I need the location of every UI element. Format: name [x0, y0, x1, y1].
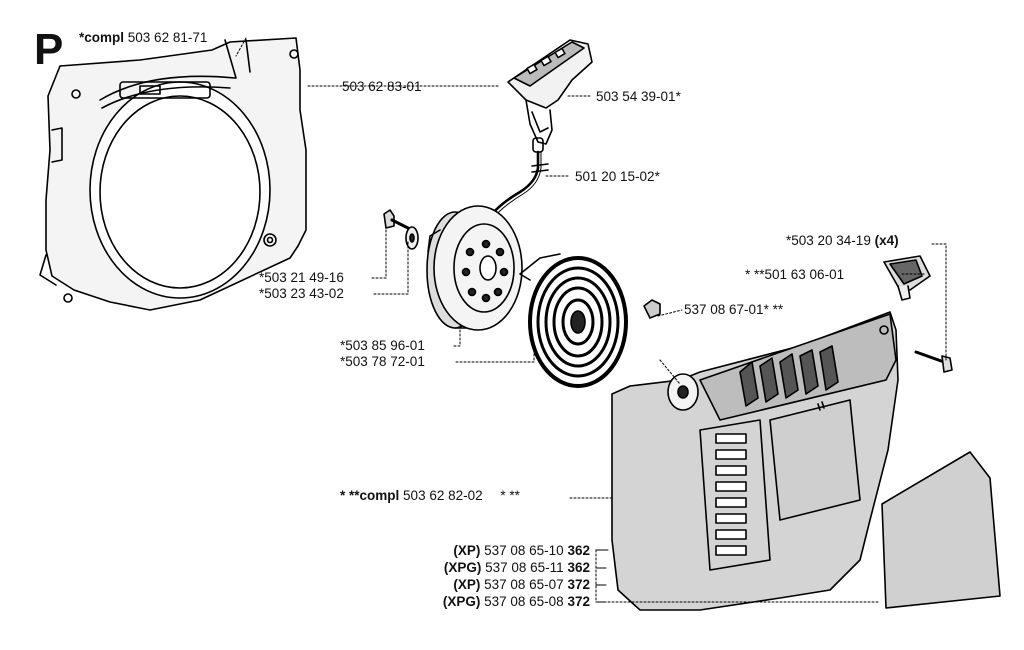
- label-handle: 503 54 39-01*: [596, 89, 681, 105]
- model-tag: (XPG): [443, 560, 482, 575]
- decal-row: (XPG) 537 08 65-11 362: [400, 559, 590, 576]
- label-suffix: * **: [500, 488, 520, 503]
- label-cover-left: 503 62 83-01: [342, 79, 422, 95]
- part-number: 537 08 67-01* **: [684, 302, 784, 317]
- starter-housing: [611, 311, 899, 611]
- part-number: 537 08 65-08: [484, 594, 564, 609]
- model-size: 372: [567, 577, 590, 592]
- label-nut: 537 08 67-01* **: [684, 302, 783, 318]
- starter-pulley: [426, 205, 523, 331]
- part-number: * **501 63 06-01: [745, 267, 845, 282]
- part-number: 537 08 65-10: [484, 543, 564, 558]
- cover-screw: [914, 350, 953, 373]
- decal-row: (XP) 537 08 65-07 372: [400, 576, 590, 593]
- part-number: 537 08 65-11: [485, 560, 564, 575]
- label-pulley: *503 85 96-01: [340, 338, 425, 354]
- part-number: *503 78 72-01: [340, 354, 425, 369]
- leader-lines: [235, 37, 947, 603]
- part-number: *503 85 96-01: [340, 338, 425, 353]
- model-size: 372: [567, 594, 590, 609]
- decal-list: (XP) 537 08 65-10 362 (XPG) 537 08 65-11…: [400, 542, 590, 610]
- part-number: 503 54 39-01*: [596, 89, 681, 104]
- fan-housing-cover: [39, 37, 307, 311]
- nut: [643, 299, 661, 319]
- label-rope: 501 20 15-02*: [575, 169, 660, 185]
- part-number: *503 21 49-16: [259, 270, 344, 285]
- label-screw-x4: *503 20 34-19 (x4): [786, 233, 899, 249]
- pawl-pin: [383, 209, 414, 232]
- model-tag: (XP): [453, 543, 481, 558]
- part-number: *503 23 43-02: [259, 286, 344, 301]
- part-number: 503 62 83-01: [342, 79, 422, 94]
- starter-handle: [507, 39, 593, 153]
- label-bushing: * **501 63 06-01: [745, 267, 844, 283]
- label-prefix: * **compl: [340, 488, 400, 503]
- part-number: 537 08 65-07: [484, 577, 564, 592]
- quantity: (x4): [874, 233, 899, 248]
- label-spring: *503 78 72-01: [340, 354, 425, 370]
- washer: [405, 226, 419, 250]
- model-tag: (XP): [453, 577, 481, 592]
- recoil-spring: [519, 253, 628, 388]
- part-number: 503 62 82-02: [403, 488, 483, 503]
- label-compl-top: *compl 503 62 81-71: [79, 30, 207, 46]
- model-size: 362: [567, 560, 590, 575]
- part-number: *503 20 34-19: [786, 233, 871, 248]
- bushing: [883, 255, 931, 301]
- part-number: 501 20 15-02*: [575, 169, 660, 184]
- label-compl-bottom: * **compl 503 62 82-02 * **: [340, 488, 520, 504]
- label-prefix: *compl: [79, 30, 125, 45]
- model-tag: (XPG): [442, 594, 481, 609]
- decal-row: (XP) 537 08 65-10 362: [400, 542, 590, 559]
- part-number: 503 62 81-71: [127, 30, 208, 45]
- label-pawl-pin: *503 21 49-16: [259, 270, 344, 286]
- decal-row: (XPG) 537 08 65-08 372: [400, 593, 590, 610]
- model-size: 362: [567, 543, 590, 558]
- label-washer: *503 23 43-02: [259, 286, 344, 302]
- decal: [881, 451, 1001, 609]
- section-letter: P: [34, 25, 64, 74]
